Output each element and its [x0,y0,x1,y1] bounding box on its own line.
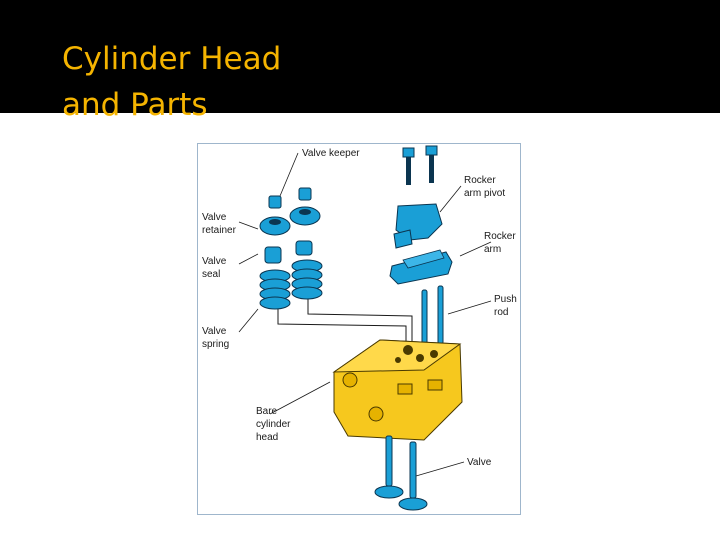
rocker-arms [390,250,452,284]
slide-title: Cylinder Head and Parts [62,36,281,128]
label-bare-cylinder-head-2: cylinder [256,419,291,430]
label-valve-seal-2: seal [202,269,220,280]
push-rods [422,286,443,348]
valve-spring-left [260,270,290,309]
label-rocker-arm-pivot-1: Rocker [464,175,496,186]
label-valve-seal-1: Valve [202,256,227,267]
label-valve-spring-2: spring [202,339,229,350]
rocker-arm-pivots [394,204,442,248]
valve-spring-right [292,260,322,299]
bare-cylinder-head [334,340,462,440]
label-rocker-arm-pivot-2: arm pivot [464,188,505,199]
label-valve-keeper: Valve keeper [302,148,360,159]
label-valve-spring-1: Valve [202,326,227,337]
cylinder-head-diagram: Valve keeper Valve retainer Valve seal V… [197,143,521,515]
label-push-rod-2: rod [494,307,508,318]
label-rocker-arm-1: Rocker [484,231,516,242]
valves [375,436,427,510]
label-bare-cylinder-head-1: Bare [256,406,278,417]
label-push-rod-1: Push [494,294,517,305]
label-valve: Valve [467,457,492,468]
label-valve-retainer-2: retainer [202,225,237,236]
title-line-1: Cylinder Head [62,41,281,77]
label-bare-cylinder-head-3: head [256,432,278,443]
valve-retainers [260,207,320,235]
label-valve-retainer-1: Valve [202,212,227,223]
title-line-2: and Parts [62,87,208,123]
pivot-bolts [403,146,437,185]
label-rocker-arm-2: arm [484,244,501,255]
guide-lines [278,294,412,342]
valve-keepers [269,188,311,208]
